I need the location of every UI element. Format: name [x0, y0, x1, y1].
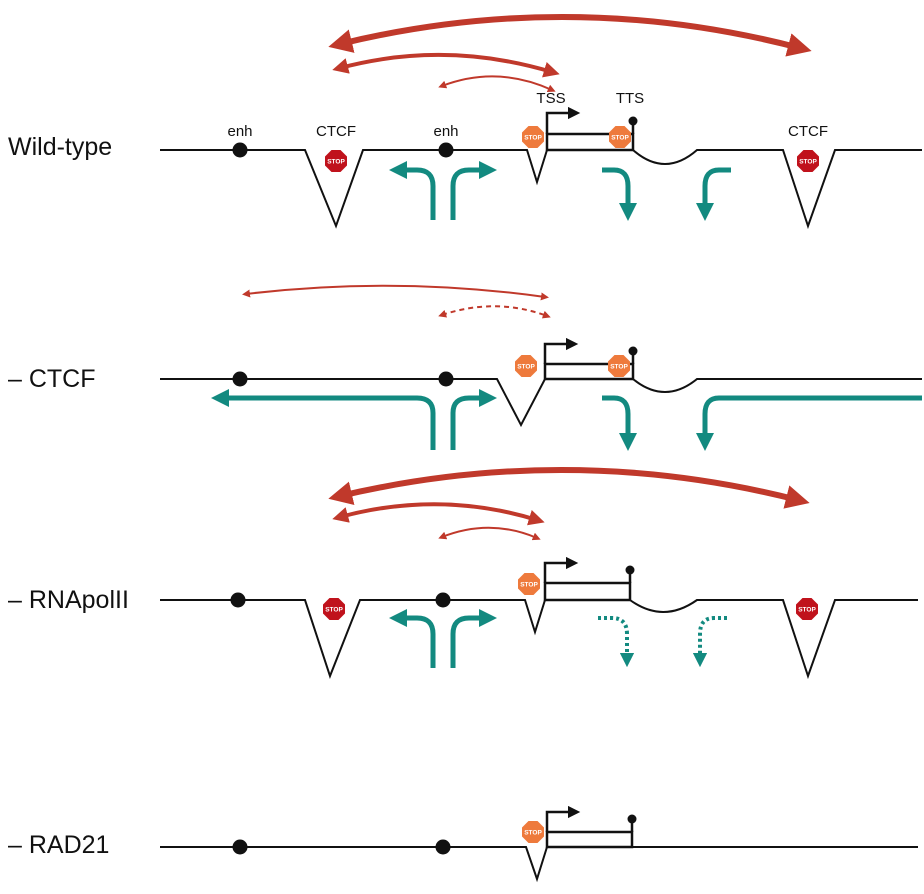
- label-ctcf-right: CTCF: [788, 123, 828, 140]
- promoter-arrow-icon: [545, 805, 581, 832]
- gene-body: [545, 830, 634, 849]
- loop-arrow-small-dashed: [438, 305, 551, 319]
- gene-body: [543, 581, 632, 602]
- loop-arrow-small: [438, 75, 556, 92]
- loop-arrow-small: [438, 526, 541, 541]
- terminator-dot-icon: [625, 565, 635, 575]
- label-enh-left: enh: [227, 123, 252, 140]
- enhancer-dot-icon: [232, 142, 248, 158]
- stop-sign-icon: STOP: [797, 150, 819, 172]
- enhancer-dot-icon: [232, 839, 248, 855]
- label-tss: TSS: [536, 90, 565, 107]
- extrusion-arrow-gene-right-dashed: [692, 616, 727, 668]
- loop-arrow-medium: [332, 52, 560, 78]
- label-tts: TTS: [616, 90, 644, 107]
- svg-text:STOP: STOP: [799, 158, 817, 165]
- row-wild-type: Wild-type enh CTCF enh TSS TTS CTCF STOP…: [8, 14, 922, 230]
- stop-sign-icon: STOP: [609, 126, 631, 148]
- row-label-minus-rad21: – RAD21: [8, 831, 109, 859]
- svg-text:STOP: STOP: [611, 134, 629, 141]
- extrusion-arrow-left: [389, 609, 436, 668]
- loop-arrow-large: [328, 467, 810, 509]
- row-minus-rnapolii: – RNApolII STOP STOP STOP: [8, 467, 918, 680]
- row-label-wild-type: Wild-type: [8, 133, 112, 161]
- stop-sign-icon: STOP: [522, 126, 544, 148]
- extrusion-arrow-right: [450, 389, 497, 450]
- terminator-dot-icon: [628, 346, 638, 356]
- svg-text:STOP: STOP: [524, 134, 542, 141]
- row-label-minus-rnapolii: – RNApolII: [8, 586, 129, 614]
- svg-text:STOP: STOP: [517, 363, 535, 370]
- enhancer-dot-icon: [435, 592, 451, 608]
- row-minus-rad21: – RAD21 STOP: [8, 805, 918, 883]
- row-minus-ctcf: – CTCF STOP STOP: [8, 284, 922, 451]
- loop-arrow-medium: [332, 502, 545, 526]
- dna-strand: [160, 599, 918, 680]
- svg-text:STOP: STOP: [798, 606, 816, 613]
- extrusion-arrow-gene-right-long: [696, 395, 922, 451]
- dna-strand: [160, 378, 922, 428]
- promoter-arrow-icon: [543, 556, 579, 583]
- extrusion-arrow-gene-right: [696, 167, 731, 221]
- label-ctcf-left: CTCF: [316, 123, 356, 140]
- row-label-minus-ctcf: – CTCF: [8, 365, 96, 393]
- dna-strand: [160, 846, 918, 883]
- gene-body: [545, 132, 635, 152]
- svg-text:STOP: STOP: [325, 606, 343, 613]
- stop-sign-icon: STOP: [522, 821, 544, 843]
- svg-text:STOP: STOP: [610, 363, 628, 370]
- enhancer-dot-icon: [232, 371, 248, 387]
- terminator-dot-icon: [628, 116, 638, 126]
- dna-strand: [160, 149, 922, 230]
- enhancer-dot-icon: [435, 839, 451, 855]
- stop-sign-icon: STOP: [608, 355, 630, 377]
- label-enh-right: enh: [433, 123, 458, 140]
- stop-sign-icon: STOP: [796, 598, 818, 620]
- extrusion-arrow-gene-left: [602, 395, 637, 451]
- loop-arrow-medium: [242, 284, 549, 301]
- extrusion-arrow-right: [450, 161, 497, 220]
- extrusion-arrow-left: [389, 161, 436, 220]
- extrusion-arrow-gene-left-dashed: [598, 616, 635, 668]
- stop-sign-icon: STOP: [323, 598, 345, 620]
- extrusion-arrow-gene-left: [602, 167, 637, 221]
- stop-sign-icon: STOP: [515, 355, 537, 377]
- svg-text:STOP: STOP: [327, 158, 345, 165]
- promoter-arrow-icon: [545, 106, 581, 134]
- svg-text:STOP: STOP: [520, 581, 538, 588]
- terminator-dot-icon: [627, 814, 637, 824]
- gene-body: [543, 362, 635, 381]
- stop-sign-icon: STOP: [325, 150, 347, 172]
- stop-sign-icon: STOP: [518, 573, 540, 595]
- extrusion-arrow-right: [450, 609, 497, 668]
- promoter-arrow-icon: [543, 337, 579, 364]
- enhancer-dot-icon: [230, 592, 246, 608]
- extrusion-arrow-left-long: [211, 389, 436, 450]
- loop-arrow-large: [328, 14, 812, 57]
- enhancer-dot-icon: [438, 371, 454, 387]
- enhancer-dot-icon: [438, 142, 454, 158]
- svg-text:STOP: STOP: [524, 829, 542, 836]
